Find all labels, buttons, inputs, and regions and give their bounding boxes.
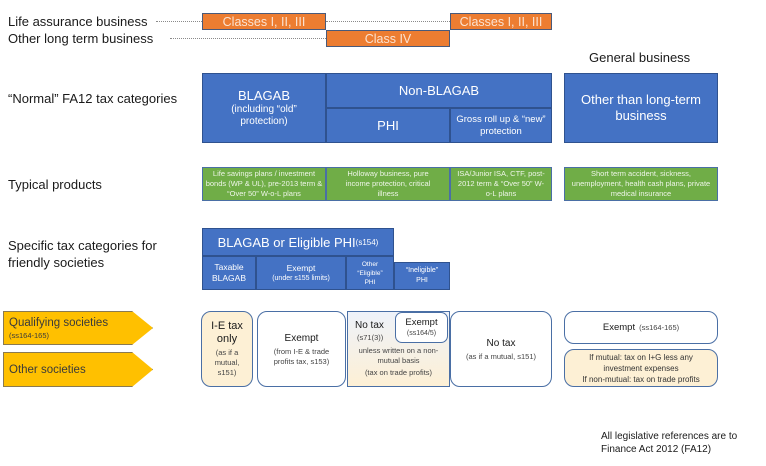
exempt-ss164-title: Exempt xyxy=(405,316,438,328)
no-tax-title: No tax xyxy=(355,320,384,331)
general-exempt-ref: (ss164-165) xyxy=(639,322,680,332)
no-tax2-sub: (as if a mutual, s151) xyxy=(465,351,537,361)
typical-products-label: Typical products xyxy=(8,177,102,192)
other-than-long-term-box: Other than long-term business xyxy=(564,73,718,143)
header-ref: (s154) xyxy=(355,237,379,247)
blagab-box: BLAGAB (including “old” protection) xyxy=(202,73,326,143)
exempt-title: Exempt xyxy=(286,262,316,273)
normal-categories-label: “Normal” FA12 tax categories xyxy=(8,91,178,106)
qualifying-label: Qualifying societies xyxy=(9,317,109,329)
no-tax-s151-box: No tax (as if a mutual, s151) xyxy=(450,311,552,387)
dotted-connector xyxy=(326,21,450,22)
no-tax2-title: No tax xyxy=(486,337,516,349)
ie-tax-only-box: I-E tax only (as if a mutual, s151) xyxy=(201,311,253,387)
classes-1-2-3-bar-right: Classes I, II, III xyxy=(450,13,552,30)
product-phi: Holloway business, pure income protectio… xyxy=(326,167,450,201)
dotted-connector xyxy=(156,21,202,22)
header-main: BLAGAB or Eligible PHI xyxy=(217,234,356,250)
general-exempt-title: Exempt xyxy=(602,322,636,333)
classes-1-2-3-bar: Classes I, II, III xyxy=(202,13,326,30)
blagab-sub: (including “old” protection) xyxy=(231,104,297,127)
non-blagab-box: Non-BLAGAB xyxy=(326,73,552,108)
exempt-sub: (under s155 limits) xyxy=(272,274,330,282)
general-other-line1: If mutual: tax on I+G less any investmen… xyxy=(589,352,693,373)
general-exempt-box: Exempt (ss164-165) xyxy=(564,311,718,344)
exempt-ss164-ref: (ss164/5) xyxy=(406,329,437,337)
no-tax-ref: (s71(3)) xyxy=(357,333,384,342)
friendly-societies-label: Specific tax categories for friendly soc… xyxy=(8,238,157,270)
product-gross-roll-up: ISA/Junior ISA, CTF, post-2012 term & “O… xyxy=(450,167,552,201)
gross-roll-up-box: Gross roll up & “new” protection xyxy=(450,108,552,143)
unless-text: unless written on a non-mutual basis xyxy=(358,346,439,365)
exempt-under-s155-box: Exempt (under s155 limits) xyxy=(256,256,346,290)
footnote: All legislative references are to Financ… xyxy=(601,431,738,455)
product-general: Short term accident, sickness, unemploym… xyxy=(564,167,718,201)
other-eligible-phi-box: Other “Eligible” PHI xyxy=(346,256,394,290)
exempt-from-ie-box: Exempt (from I-E & trade profits tax, s1… xyxy=(257,311,346,387)
taxable-blagab-box: Taxable BLAGAB xyxy=(202,256,256,290)
ie-tax-sub: (as if a mutual, s151) xyxy=(214,348,240,377)
general-other-box: If mutual: tax on I+G less any investmen… xyxy=(564,349,718,387)
blagab-eligible-phi-header: BLAGAB or Eligible PHI (s154) xyxy=(202,228,394,256)
other-societies-label: Other societies xyxy=(9,364,86,376)
general-other-line2: If non-mutual: tax on trade profits xyxy=(582,374,700,384)
life-assurance-label: Life assurance business xyxy=(8,14,148,29)
qualifying-ref: (ss164-165) xyxy=(9,331,50,340)
qualifying-societies-arrow: Qualifying societies (ss164-165) xyxy=(3,311,153,345)
unless-ref: (tax on trade profits) xyxy=(364,368,433,377)
phi-box: PHI xyxy=(326,108,450,143)
blagab-title: BLAGAB xyxy=(237,88,291,103)
exempt-from-ie-sub: (from I-E & trade profits tax, s153) xyxy=(273,346,330,366)
exempt-from-ie-title: Exempt xyxy=(284,332,319,344)
product-blagab: Life savings plans / investment bonds (W… xyxy=(202,167,326,201)
other-long-term-label: Other long term business xyxy=(8,31,154,46)
ineligible-phi-box: “Ineligible” PHI xyxy=(394,262,450,290)
class-4-bar: Class IV xyxy=(326,30,450,47)
exempt-ss164-box: Exempt (ss164/5) xyxy=(395,312,448,343)
dotted-connector xyxy=(170,38,326,39)
general-business-label: General business xyxy=(589,50,691,65)
ie-tax-title: I-E tax only xyxy=(211,320,243,345)
other-societies-arrow: Other societies xyxy=(3,352,153,387)
